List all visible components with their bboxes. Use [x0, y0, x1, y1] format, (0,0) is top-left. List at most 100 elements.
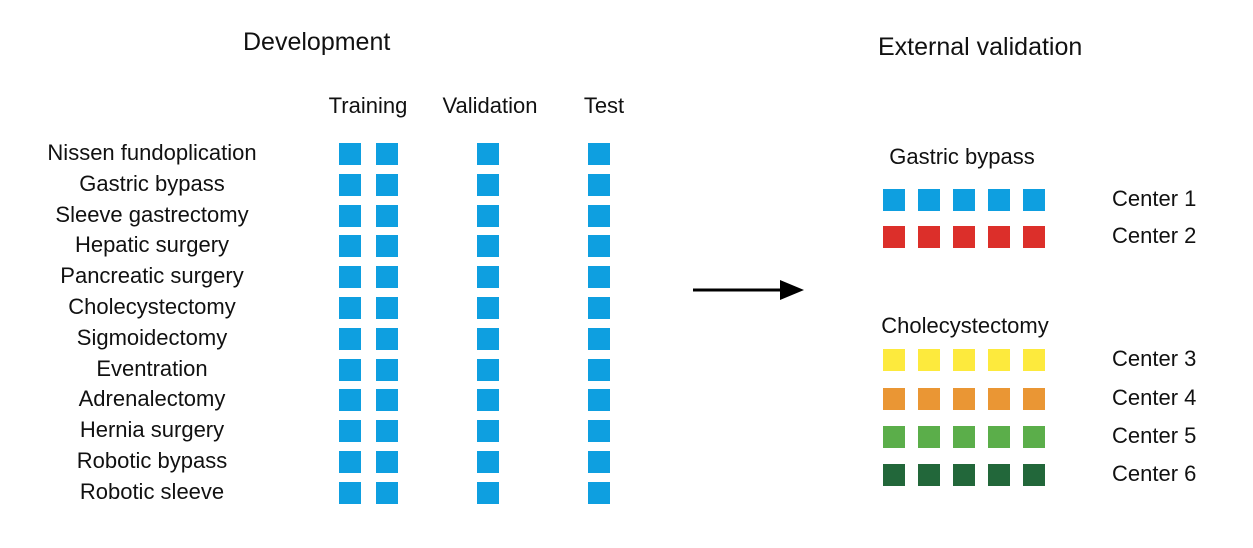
data-square	[339, 173, 361, 196]
center-square	[988, 226, 1010, 248]
center-square	[883, 464, 905, 486]
data-square	[339, 297, 361, 319]
center-label: Center 5	[1112, 423, 1197, 448]
data-square	[376, 297, 398, 319]
center-square	[918, 388, 940, 410]
group-label: Gastric bypass	[889, 144, 1035, 169]
center-label: Center 2	[1112, 223, 1197, 248]
data-square	[588, 481, 610, 504]
data-square	[477, 204, 499, 227]
center-square	[988, 388, 1010, 410]
data-square	[477, 451, 499, 473]
center-square	[1023, 426, 1045, 448]
center-square	[918, 426, 940, 448]
data-square	[588, 235, 610, 258]
data-square	[339, 420, 361, 443]
data-square	[376, 481, 398, 504]
data-square	[339, 327, 361, 350]
data-square	[376, 204, 398, 227]
procedure-label: Cholecystectomy	[68, 294, 236, 319]
data-square	[477, 143, 499, 165]
center-square	[918, 349, 940, 371]
data-square	[376, 266, 398, 289]
procedure-label: Robotic bypass	[76, 448, 228, 473]
procedure-label: Adrenalectomy	[78, 386, 226, 412]
column-header-1: Validation	[442, 93, 538, 118]
data-square	[477, 358, 499, 381]
data-square	[339, 358, 361, 381]
center-label: Center 3	[1112, 346, 1197, 371]
data-square	[339, 451, 361, 473]
procedure-label: Nissen fundoplication	[47, 140, 257, 165]
procedure-label: Hepatic surgery	[74, 232, 230, 258]
center-square	[953, 388, 975, 410]
data-square	[588, 389, 610, 412]
procedure-label: Sigmoidectomy	[76, 324, 228, 350]
procedure-label: Sleeve gastrectomy	[55, 201, 249, 227]
center-label: Center 1	[1112, 186, 1197, 211]
data-square	[376, 389, 398, 412]
center-square	[953, 189, 975, 211]
center-square	[988, 349, 1010, 371]
center-square	[953, 226, 975, 248]
data-square	[588, 173, 610, 196]
procedure-label: Robotic sleeve	[79, 478, 225, 504]
data-square	[477, 389, 499, 412]
center-square	[883, 388, 905, 410]
procedure-label: Gastric bypass	[79, 170, 225, 196]
column-header-2: Test	[583, 93, 625, 118]
center-square	[918, 226, 940, 248]
column-header-0: Training	[328, 93, 408, 118]
data-square	[588, 266, 610, 289]
center-square	[1023, 388, 1045, 410]
data-square	[339, 143, 361, 165]
center-square	[1023, 189, 1045, 211]
center-square	[1023, 226, 1045, 248]
data-square	[477, 173, 499, 196]
data-square	[376, 420, 398, 443]
center-square	[988, 189, 1010, 211]
center-square	[883, 226, 905, 248]
center-square	[883, 426, 905, 448]
data-square	[588, 204, 610, 227]
data-square	[477, 327, 499, 350]
data-square	[339, 481, 361, 504]
data-square	[588, 358, 610, 381]
center-square	[883, 349, 905, 371]
data-square	[339, 235, 361, 258]
data-square	[339, 204, 361, 227]
data-square	[477, 266, 499, 289]
center-square	[883, 189, 905, 211]
center-label: Center 4	[1112, 385, 1197, 410]
data-square	[588, 297, 610, 319]
data-square	[376, 451, 398, 473]
data-square	[477, 420, 499, 443]
data-square	[588, 451, 610, 473]
data-square	[376, 173, 398, 196]
data-square	[477, 235, 499, 258]
data-square	[588, 327, 610, 350]
center-square	[953, 464, 975, 486]
center-label: Center 6	[1112, 461, 1197, 486]
data-square	[376, 327, 398, 350]
procedure-label: Eventration	[96, 355, 208, 381]
center-square	[988, 426, 1010, 448]
center-square	[918, 189, 940, 211]
external-validation-title: External validation	[878, 33, 1083, 61]
data-square	[376, 358, 398, 381]
group-label: Cholecystectomy	[881, 313, 1049, 338]
data-square	[477, 481, 499, 504]
data-square	[588, 143, 610, 165]
data-square	[339, 389, 361, 412]
center-square	[953, 349, 975, 371]
center-square	[1023, 349, 1045, 371]
center-square	[1023, 464, 1045, 486]
procedure-label: Pancreatic surgery	[60, 263, 244, 289]
development-title: Development	[243, 28, 391, 56]
data-square	[339, 266, 361, 289]
right-arrow-icon	[693, 280, 804, 300]
center-square	[953, 426, 975, 448]
center-square	[988, 464, 1010, 486]
data-square	[376, 235, 398, 258]
data-square	[588, 420, 610, 443]
